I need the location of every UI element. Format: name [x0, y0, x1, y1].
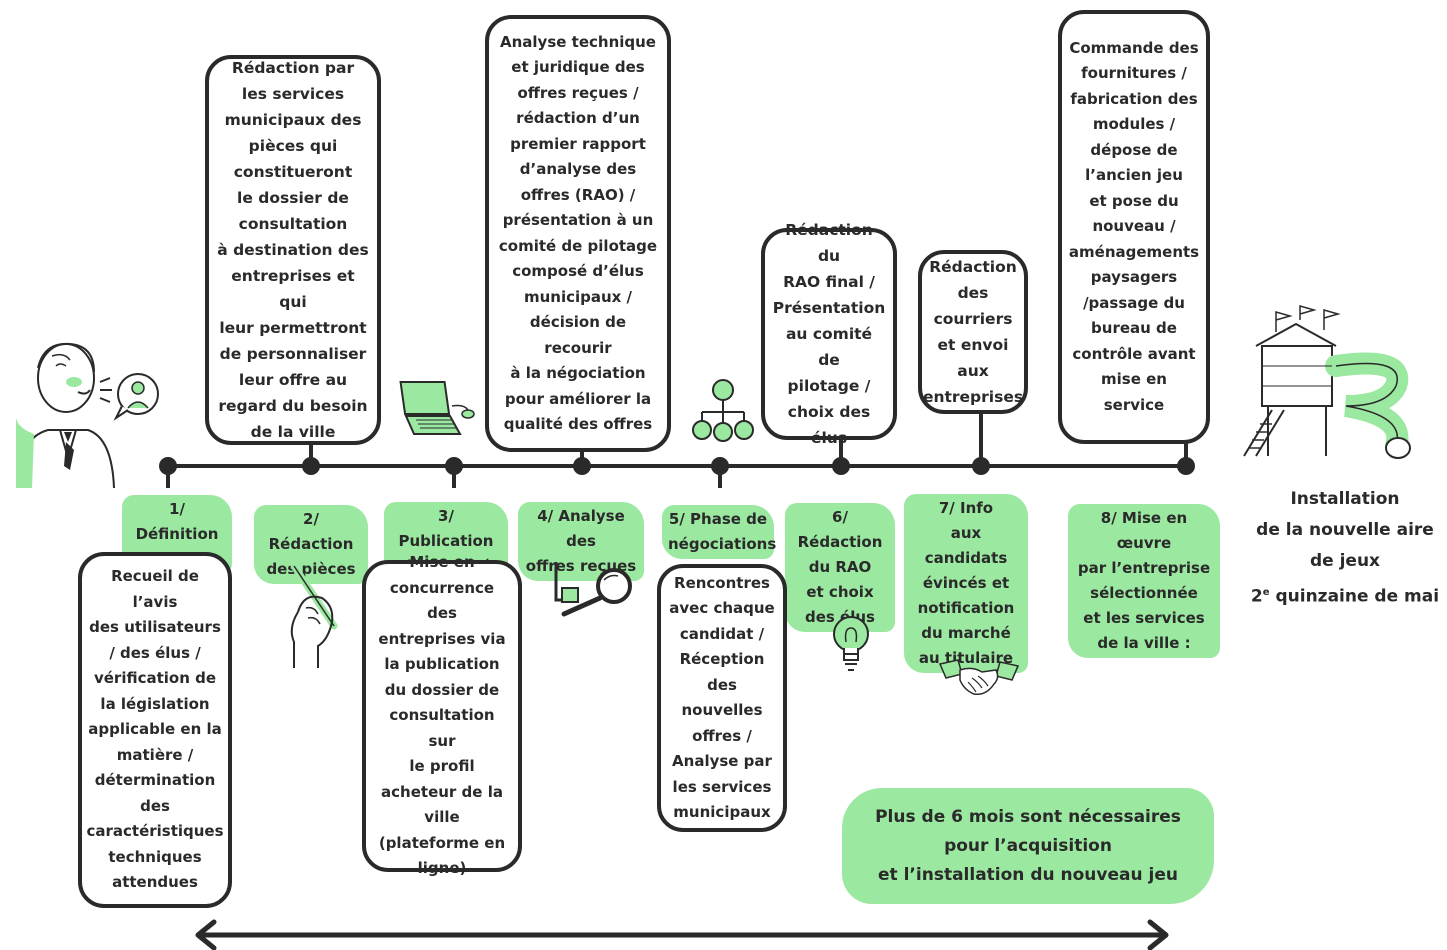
- final-day-rest: quinzaine de mai: [1269, 586, 1440, 607]
- bottom-box-recueil: Recueil de l’avis des utilisateurs / des…: [78, 552, 232, 908]
- top-box-courriers: Rédaction des courriers et envoi aux ent…: [918, 250, 1028, 414]
- final-installation-label: Installation de la nouvelle aire de jeux…: [1250, 484, 1440, 613]
- stem-2: [309, 440, 313, 466]
- timeline-dot-7: [972, 457, 990, 475]
- handshake-icon: [938, 659, 1020, 696]
- timeline-dot-8: [1177, 457, 1195, 475]
- timeline-dot-2: [302, 457, 320, 475]
- pen-hand-icon: [290, 562, 338, 668]
- top-box-rao-final: Rédaction du RAO final / Présentation au…: [761, 221, 897, 447]
- final-line-3: de jeux: [1309, 551, 1381, 571]
- lightbulb-icon: [833, 616, 869, 671]
- timeline-dot-4: [573, 457, 591, 475]
- playground-icon: [1243, 305, 1411, 459]
- bottom-box-rencontres: Rencontres avec chaque candidat / Récept…: [657, 564, 787, 832]
- bottom-box-mise-en-concurrence: Mise en concurrence des entreprises via …: [362, 553, 522, 877]
- timeline-line: [165, 464, 1187, 468]
- step-5-label: 5/ Phase de négociations: [662, 505, 776, 559]
- top-box-commande: Commande des fournitures / fabrication d…: [1058, 10, 1210, 444]
- timeline-dot-5: [711, 457, 729, 475]
- step-7-label: 7/ Info aux candidats évincés et notific…: [904, 494, 1028, 673]
- final-day-number: 2: [1250, 586, 1263, 607]
- stem-3: [452, 466, 456, 488]
- network-people-icon: [692, 379, 754, 442]
- stem-6: [839, 436, 843, 466]
- stem-8: [1184, 440, 1188, 466]
- person-speaking-icon: [16, 342, 159, 489]
- top-box-redaction-pieces: Rédaction par les services municipaux de…: [205, 55, 381, 445]
- timeline-dot-3: [445, 457, 463, 475]
- step-8-label: 8/ Mise en œuvre par l’entreprise sélect…: [1068, 504, 1220, 658]
- top-box-analyse-offres: Analyse technique et juridique des offre…: [485, 15, 671, 452]
- final-day-suffix: e: [1262, 587, 1270, 598]
- timeline-dot-6: [832, 457, 850, 475]
- timeline-dot-1: [159, 457, 177, 475]
- final-line-2: de la nouvelle aire: [1256, 520, 1434, 540]
- step-2-label: 2/ Rédaction des pièces: [254, 505, 368, 584]
- step-6-label: 6/ Rédaction du RAO et choix des élus: [785, 503, 895, 632]
- magnifier-hand-icon: [554, 562, 632, 617]
- stem-5: [718, 466, 722, 488]
- double-arrow-icon: [195, 919, 1169, 950]
- final-line-4: 2e quinzaine de mai: [1250, 577, 1440, 613]
- stem-1: [166, 466, 170, 488]
- final-line-1: Installation: [1290, 489, 1400, 509]
- laptop-icon: [399, 381, 475, 435]
- stem-7: [979, 410, 983, 466]
- duration-note: Plus de 6 mois sont nécessaires pour l’a…: [842, 788, 1214, 904]
